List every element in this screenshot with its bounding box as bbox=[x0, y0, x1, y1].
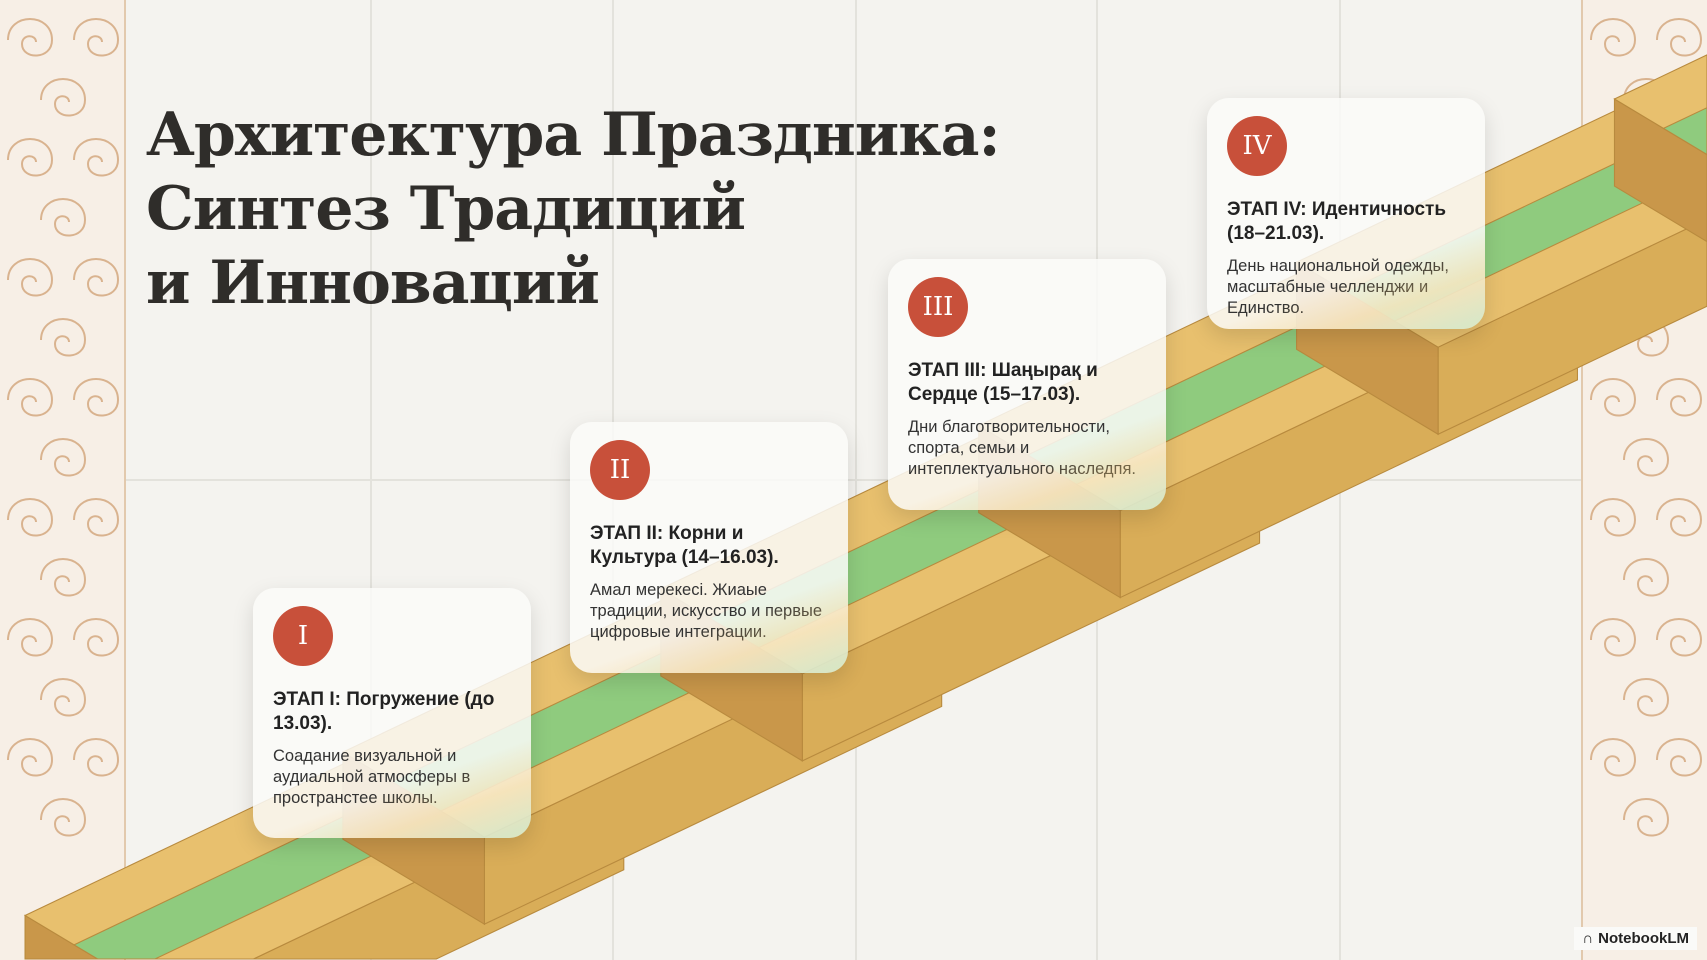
ornament-swirl-icon bbox=[7, 618, 54, 657]
stage-card-4: IV ЭТАП IV: Идентичность (18–21.03). Ден… bbox=[1207, 98, 1485, 329]
watermark-text: NotebookLM bbox=[1598, 930, 1689, 947]
title-line: Синтез Традиций bbox=[146, 174, 746, 244]
ornament-panel-left bbox=[0, 0, 126, 960]
ornament-pattern-left bbox=[7, 18, 120, 837]
ornament-swirl-icon bbox=[1656, 498, 1703, 537]
stage-heading: ЭТАП III: Шаңырақ и Сердце (15–17.03). bbox=[908, 360, 1098, 405]
ornament-swirl-icon bbox=[7, 18, 54, 57]
ornament-swirl-icon bbox=[73, 378, 120, 417]
ornament-swirl-icon bbox=[40, 438, 87, 477]
notebooklm-watermark: ∩ NotebookLM bbox=[1574, 927, 1697, 950]
ornament-swirl-icon bbox=[40, 798, 87, 837]
ornament-swirl-icon bbox=[40, 78, 87, 117]
stage-number-badge: I bbox=[273, 606, 333, 666]
stage-card-2: II ЭТАП II: Корни и Культура (14–16.03).… bbox=[570, 422, 848, 673]
ornament-swirl-icon bbox=[40, 558, 87, 597]
ornament-swirl-icon bbox=[1623, 678, 1670, 717]
ornament-swirl-icon bbox=[7, 258, 54, 297]
ornament-swirl-icon bbox=[7, 378, 54, 417]
stage-number-badge: IV bbox=[1227, 116, 1287, 176]
stage-heading: ЭТАП I: Погружение (до 13.03). bbox=[273, 689, 495, 734]
ornament-swirl-icon bbox=[1656, 18, 1703, 57]
stage-card-3: III ЭТАП III: Шаңырақ и Сердце (15–17.03… bbox=[888, 259, 1166, 510]
ornament-swirl-icon bbox=[1590, 738, 1637, 777]
ornament-swirl-icon bbox=[1590, 378, 1637, 417]
ornament-swirl-icon bbox=[73, 738, 120, 777]
grid-line bbox=[126, 479, 1581, 481]
ornament-swirl-icon bbox=[1656, 378, 1703, 417]
ornament-swirl-icon bbox=[1590, 498, 1637, 537]
step-green-tread bbox=[1662, 107, 1707, 156]
ornament-swirl-icon bbox=[40, 198, 87, 237]
ornament-swirl-icon bbox=[40, 318, 87, 357]
stage-number-badge: II bbox=[590, 440, 650, 500]
ornament-swirl-icon bbox=[73, 18, 120, 57]
stage-card-1: I ЭТАП I: Погружение (до 13.03). Соадани… bbox=[253, 588, 531, 838]
ornament-swirl-icon bbox=[1656, 618, 1703, 657]
ornament-swirl-icon bbox=[40, 678, 87, 717]
stage-description: Соадание визуальной и аудиальной атмосфе… bbox=[273, 747, 471, 807]
ornament-swirl-icon bbox=[73, 258, 120, 297]
ornament-swirl-icon bbox=[1590, 18, 1637, 57]
notebooklm-logo-icon: ∩ bbox=[1582, 930, 1594, 947]
stage-number-badge: III bbox=[908, 277, 968, 337]
title-line: Архитектура Праздника: bbox=[146, 100, 1001, 170]
ornament-swirl-icon bbox=[1590, 618, 1637, 657]
ornament-swirl-icon bbox=[7, 138, 54, 177]
ornament-swirl-icon bbox=[1623, 558, 1670, 597]
stage-heading: ЭТАП II: Корни и Культура (14–16.03). bbox=[590, 523, 779, 568]
ornament-swirl-icon bbox=[7, 498, 54, 537]
ornament-swirl-icon bbox=[73, 618, 120, 657]
ornament-swirl-icon bbox=[73, 498, 120, 537]
title-line: и Инноваций bbox=[146, 248, 600, 318]
ornament-swirl-icon bbox=[7, 738, 54, 777]
ornament-swirl-icon bbox=[73, 138, 120, 177]
stage-description: День национальной одежды, масштабные чел… bbox=[1227, 257, 1449, 317]
page-title: Архитектура Праздника: Синтез Традиций и… bbox=[146, 98, 1001, 320]
ornament-swirl-icon bbox=[1623, 438, 1670, 477]
stage-heading: ЭТАП IV: Идентичность (18–21.03). bbox=[1227, 199, 1447, 244]
ornament-swirl-icon bbox=[1656, 738, 1703, 777]
ornament-swirl-icon bbox=[1623, 798, 1670, 837]
stage-description: Дни благотворительности, спорта, семьи и… bbox=[908, 418, 1136, 478]
stage-description: Амал мерекесі. Жиаые традиции, искусство… bbox=[590, 581, 823, 641]
